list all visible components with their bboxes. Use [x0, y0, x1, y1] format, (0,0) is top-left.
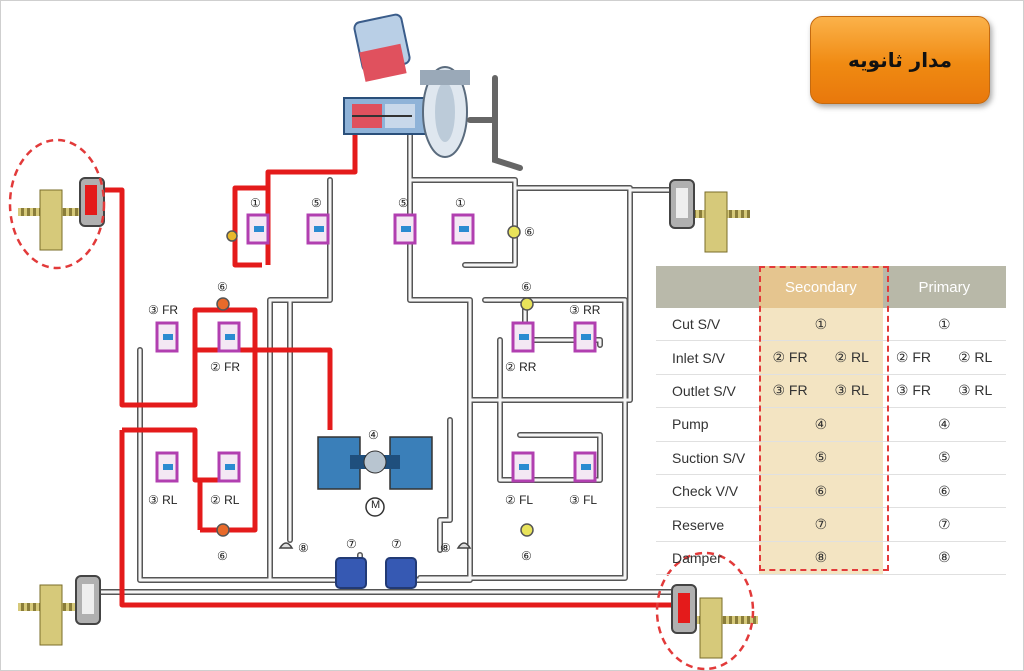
primary-cell: ⑥ [882, 474, 1006, 509]
primary-cell: ① [882, 308, 1006, 342]
label-reserve-left: ⑦ [346, 537, 357, 551]
secondary-cell: ② RL [820, 340, 883, 375]
row-name: Outlet S/V [656, 374, 760, 409]
secondary-cell: ④ [759, 407, 883, 442]
primary-cell: ⑧ [882, 541, 1006, 576]
primary-cell: ⑤ [882, 441, 1006, 475]
label-inlet-rr: ② RR [505, 360, 537, 374]
label-outlet-rr: ③ RR [569, 303, 601, 317]
highlight-circle-rear-right [655, 551, 755, 671]
label-check-bottom-right: ⑥ [521, 549, 532, 563]
brake-booster [420, 66, 470, 158]
primary-cell: ③ RL [944, 374, 1006, 409]
primary-cell: ② FR [882, 340, 945, 375]
brake-pedal [467, 75, 523, 171]
label-inlet-rl: ② RL [210, 493, 240, 507]
wheel-front-left [18, 177, 105, 251]
label-outlet-fr: ③ FR [148, 303, 179, 317]
label-damper-left: ⑧ [298, 541, 309, 555]
table-row: Reserve ⑦ ⑦ [656, 507, 1006, 542]
check-valve-top-left [216, 297, 230, 311]
primary-cell: ④ [882, 407, 1006, 442]
highlight-circle-front-left [8, 138, 106, 270]
primary-pipes [77, 132, 678, 595]
label-check-center-right: ⑥ [524, 225, 535, 239]
label-cut-left: ① [250, 196, 261, 210]
wheel-rear-right [671, 584, 758, 659]
row-name: Damper [656, 541, 760, 576]
valve-comparison-table: Secondary Primary Cut S/V ① ① Inlet S/V … [656, 266, 1006, 576]
row-name: Pump [656, 407, 760, 442]
secondary-cell: ③ RL [820, 374, 883, 409]
damper-right [456, 542, 472, 549]
slide-title: مدار ثانويه [810, 16, 990, 104]
primary-cell: ③ FR [882, 374, 945, 409]
label-suction-right: ⑤ [398, 196, 409, 210]
label-damper-right: ⑧ [440, 541, 451, 555]
reserve-left [335, 557, 367, 589]
secondary-cell: ⑦ [759, 507, 883, 542]
label-pump: ④ [368, 428, 379, 442]
primary-cell: ② RL [944, 340, 1006, 375]
header-primary: Primary [882, 266, 1006, 308]
label-reserve-right: ⑦ [391, 537, 402, 551]
pump [317, 436, 433, 490]
row-name: Check V/V [656, 474, 760, 509]
check-valve-left-cut [226, 230, 238, 242]
valve-comparison-table-wrap: Secondary Primary Cut S/V ① ① Inlet S/V … [656, 266, 1006, 576]
row-name: Cut S/V [656, 308, 760, 342]
label-check-top-left: ⑥ [217, 280, 228, 294]
check-valve-top-right [520, 297, 534, 311]
secondary-cell: ⑥ [759, 474, 883, 509]
header-secondary: Secondary [759, 266, 883, 308]
wheel-rear-left [18, 575, 101, 646]
header-empty [656, 266, 760, 308]
label-check-bottom-left: ⑥ [217, 549, 228, 563]
secondary-cell: ⑧ [759, 541, 883, 576]
label-check-top-right: ⑥ [521, 280, 532, 294]
secondary-cell: ⑤ [759, 441, 883, 475]
label-inlet-fr: ② FR [210, 360, 241, 374]
check-valve-bottom-right [520, 523, 534, 537]
secondary-cell: ① [759, 308, 883, 342]
table-header-row: Secondary Primary [656, 266, 1006, 308]
label-outlet-rl: ③ RL [148, 493, 178, 507]
label-motor: M [371, 499, 381, 511]
table-row: Suction S/V ⑤ ⑤ [656, 441, 1006, 475]
table-row: Pump ④ ④ [656, 407, 1006, 442]
row-name: Reserve [656, 507, 760, 542]
table-row: Cut S/V ① ① [656, 308, 1006, 342]
label-suction-left: ⑤ [311, 196, 322, 210]
damper-left [278, 542, 294, 549]
row-name: Inlet S/V [656, 340, 760, 375]
table-row: Check V/V ⑥ ⑥ [656, 474, 1006, 509]
table-row: Inlet S/V ② FR ② RL ② FR ② RL [656, 340, 1006, 375]
wheel-front-right [669, 179, 750, 253]
secondary-pipes [105, 125, 680, 608]
table-row: Damper ⑧ ⑧ [656, 541, 1006, 576]
secondary-cell: ② FR [759, 340, 821, 375]
row-name: Suction S/V [656, 441, 760, 475]
table-row: Outlet S/V ③ FR ③ RL ③ FR ③ RL [656, 374, 1006, 409]
motor [365, 497, 385, 517]
label-outlet-fl: ③ FL [569, 493, 598, 507]
check-valve-center-right [507, 225, 521, 239]
secondary-cell: ③ FR [759, 374, 821, 409]
label-inlet-fl: ② FL [505, 493, 534, 507]
primary-cell: ⑦ [882, 507, 1006, 542]
reserve-right [385, 557, 417, 589]
label-cut-right: ① [455, 196, 466, 210]
check-valve-bottom-left [216, 523, 230, 537]
